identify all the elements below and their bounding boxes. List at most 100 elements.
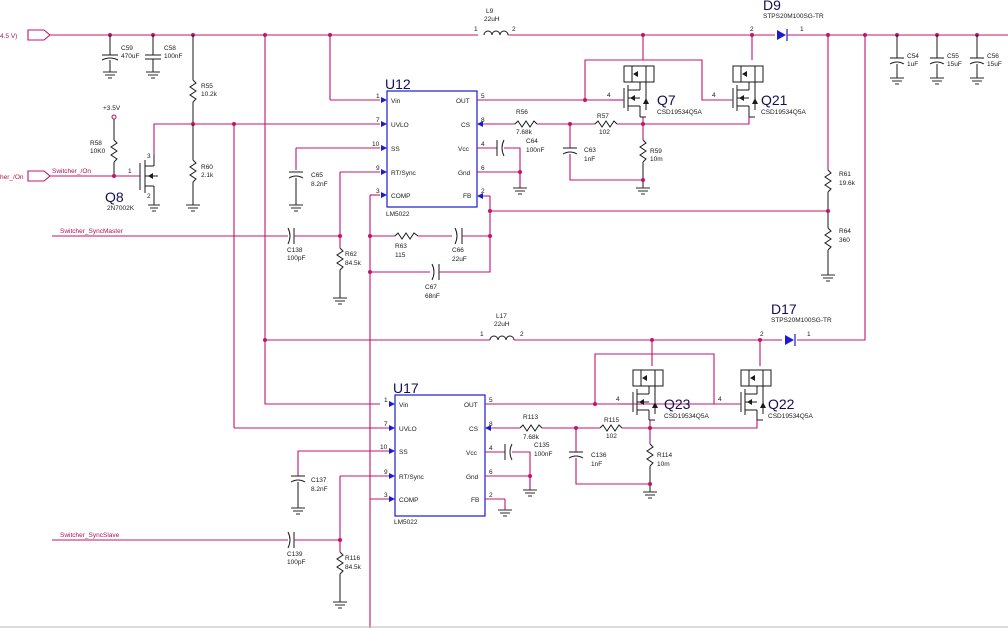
- r59-ref: R59: [650, 148, 662, 155]
- svg-text:6: 6: [481, 165, 485, 172]
- c58-ref: C58: [164, 45, 176, 52]
- r61-resistor: [824, 169, 832, 228]
- q21-val: CSD19534Q5A: [761, 109, 806, 116]
- r57-resistor: [594, 120, 618, 128]
- c55-ref: C55: [947, 53, 959, 60]
- svg-text:RT/Sync: RT/Sync: [391, 170, 417, 177]
- u12-part: LM5022: [386, 211, 410, 218]
- svg-text:UVLO: UVLO: [391, 122, 409, 129]
- svg-text:1: 1: [480, 331, 484, 338]
- c64-capacitor: [496, 139, 505, 157]
- r59-resistor: [636, 117, 650, 195]
- c139-val: 100pF: [287, 559, 305, 566]
- r56-ref: R56: [516, 109, 528, 116]
- c66-capacitor: [454, 227, 463, 245]
- svg-text:SS: SS: [391, 146, 400, 153]
- c54-capacitor: [889, 35, 905, 85]
- svg-text:1: 1: [376, 93, 380, 100]
- c137-ref: C137: [311, 477, 327, 484]
- c58-capacitor: [145, 35, 161, 79]
- d9-ref: D9: [763, 0, 781, 13]
- r116-resistor: [333, 551, 347, 609]
- sw-on-port-label: her_/On: [0, 174, 24, 181]
- l9-val: 22uH: [484, 16, 500, 23]
- c55-val: 15uF: [947, 61, 962, 68]
- q23-mosfet: [632, 340, 664, 421]
- c67-val: 68nF: [425, 293, 440, 300]
- svg-text:2: 2: [147, 193, 151, 200]
- q8-val: 2N7002K: [107, 205, 135, 212]
- c63-ref: C63: [584, 147, 596, 154]
- svg-text:4: 4: [616, 396, 620, 403]
- d9-diode: [777, 29, 788, 41]
- c64-ref: C64: [526, 138, 538, 145]
- c135-val: 100nF: [534, 451, 552, 458]
- svg-text:2: 2: [520, 331, 524, 338]
- svg-text:OUT: OUT: [464, 402, 478, 409]
- r63-val: 115: [395, 252, 406, 259]
- c65-ref: C65: [311, 172, 323, 179]
- q23-val: CSD19534Q5A: [664, 413, 709, 420]
- q8-ref: Q8: [105, 189, 124, 205]
- svg-text:SS: SS: [399, 449, 408, 456]
- c59-ref: C59: [121, 45, 133, 52]
- u17-pins: [233, 124, 716, 502]
- r115-val: 102: [606, 433, 617, 440]
- c56-capacitor: [969, 35, 985, 85]
- svg-text:Vin: Vin: [391, 98, 401, 105]
- c66-ref: C66: [452, 247, 464, 254]
- u12-ref: U12: [385, 76, 411, 92]
- c67-ref: C67: [425, 284, 437, 291]
- sync-slave-label: Switcher_SyncSlave: [60, 532, 120, 539]
- svg-text:CS: CS: [461, 122, 471, 129]
- v35-label: +3.5V: [103, 105, 121, 112]
- svg-text:3: 3: [376, 188, 380, 195]
- c56-val: 15uF: [987, 61, 1002, 68]
- svg-text:CS: CS: [469, 426, 479, 433]
- svg-text:4: 4: [718, 396, 722, 403]
- c64-val: 100nF: [526, 147, 544, 154]
- r63-resistor: [394, 232, 419, 240]
- u12-ic-body: [386, 90, 478, 208]
- c137-val: 8.2nF: [311, 486, 328, 493]
- svg-text:10: 10: [380, 444, 388, 451]
- r56-resistor: [514, 120, 538, 128]
- d17-ref: D17: [771, 301, 797, 317]
- r113-resistor: [519, 424, 543, 432]
- r61-ref: R61: [839, 171, 851, 178]
- r59-val: 10m: [650, 156, 663, 163]
- q22-mosfet: [740, 340, 772, 421]
- svg-text:Gnd: Gnd: [466, 474, 479, 481]
- c135-capacitor: [504, 443, 513, 461]
- svg-text:9: 9: [376, 165, 380, 172]
- d17-val: STPS20M100SG-TR: [771, 317, 832, 324]
- l9-inductor: [483, 30, 509, 36]
- c54-val: 1uF: [907, 61, 918, 68]
- svg-text:1: 1: [384, 397, 388, 404]
- svg-text:2: 2: [481, 188, 485, 195]
- l17-inductor: [489, 335, 515, 341]
- c66-val: 22uF: [452, 256, 467, 263]
- svg-text:4: 4: [489, 445, 493, 452]
- r63-ref: R63: [395, 243, 407, 250]
- c135-ref: C135: [534, 442, 550, 449]
- svg-text:2: 2: [750, 26, 754, 33]
- c56-ref: C56: [987, 53, 999, 60]
- svg-text:2: 2: [760, 331, 764, 338]
- svg-text:COMP: COMP: [391, 193, 411, 200]
- svg-text:4: 4: [712, 92, 716, 99]
- r58-val: 10K0: [90, 148, 106, 155]
- r114-resistor: [643, 420, 657, 499]
- sw-on-port: [27, 170, 51, 182]
- q8-mosfet: [139, 155, 160, 212]
- r116-val: 84.5k: [345, 564, 362, 571]
- r114-ref: R114: [657, 452, 672, 459]
- svg-text:3: 3: [384, 492, 388, 499]
- r115-ref: R115: [604, 417, 619, 424]
- c137-capacitor: [290, 451, 306, 515]
- u17-ic-body: [394, 394, 486, 517]
- svg-text:9: 9: [384, 469, 388, 476]
- c54-ref: C54: [907, 53, 919, 60]
- q7-val: CSD19534Q5A: [657, 109, 702, 116]
